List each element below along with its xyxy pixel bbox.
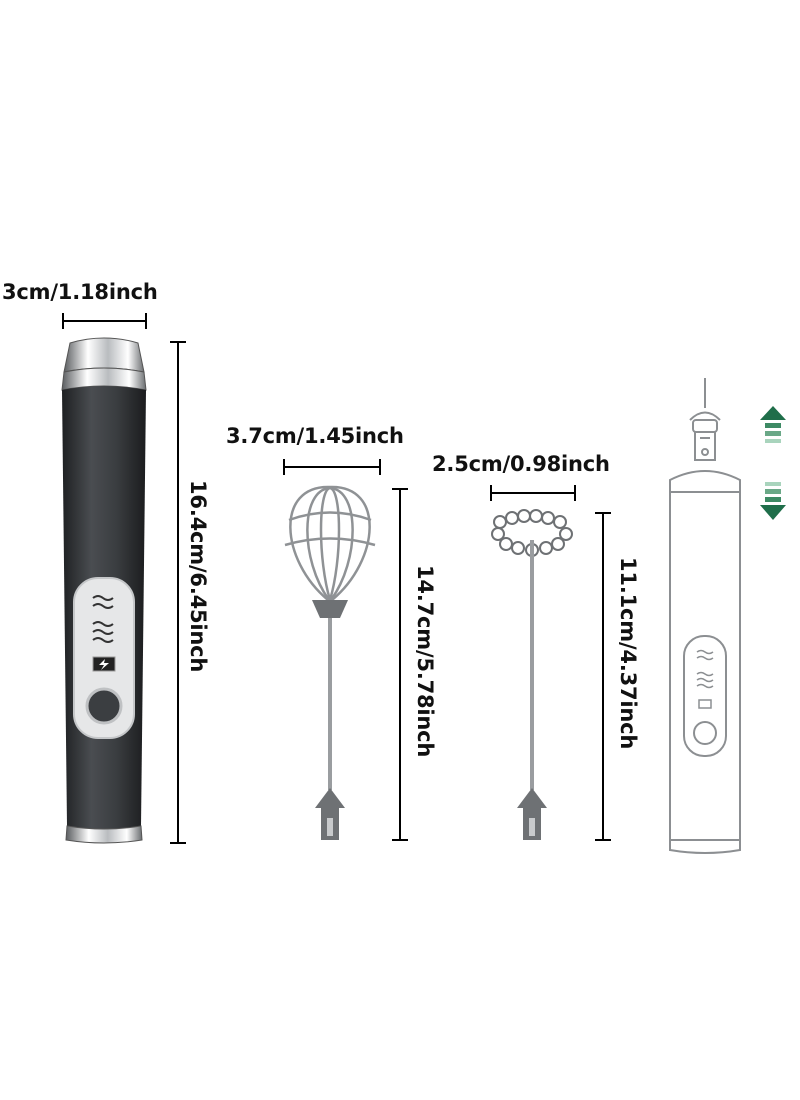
spring-height-dimension [595,512,611,841]
handle-width-dimension [62,313,147,329]
whisk-width-label: 3.7cm/1.45inch [226,424,404,448]
handle-height-dimension [170,341,186,844]
spring-height-label: 11.1cm/4.37inch [616,557,640,750]
handle-height-label: 16.4cm/6.45inch [186,480,210,673]
power-button[interactable] [85,687,123,725]
down-arrow-icon [760,482,786,520]
wave-speed-high-icon [92,621,114,643]
charging-icon [92,656,116,672]
whisk-height-dimension [392,488,408,841]
whisk-height-label: 14.7cm/5.78inch [413,565,437,758]
spring-whisk-attachment [490,485,611,841]
balloon-whisk-attachment [283,459,408,841]
attachment-install-diagram [669,378,786,854]
frother-handle [61,313,186,844]
spring-width-dimension [490,485,576,501]
whisk-width-dimension [283,459,381,475]
spring-width-label: 2.5cm/0.98inch [432,452,610,476]
handle-width-label: 3cm/1.18inch [2,280,158,304]
outline-speed-icons [696,649,714,709]
wave-speed-low-icon [92,595,114,609]
up-arrow-icon [760,406,786,443]
